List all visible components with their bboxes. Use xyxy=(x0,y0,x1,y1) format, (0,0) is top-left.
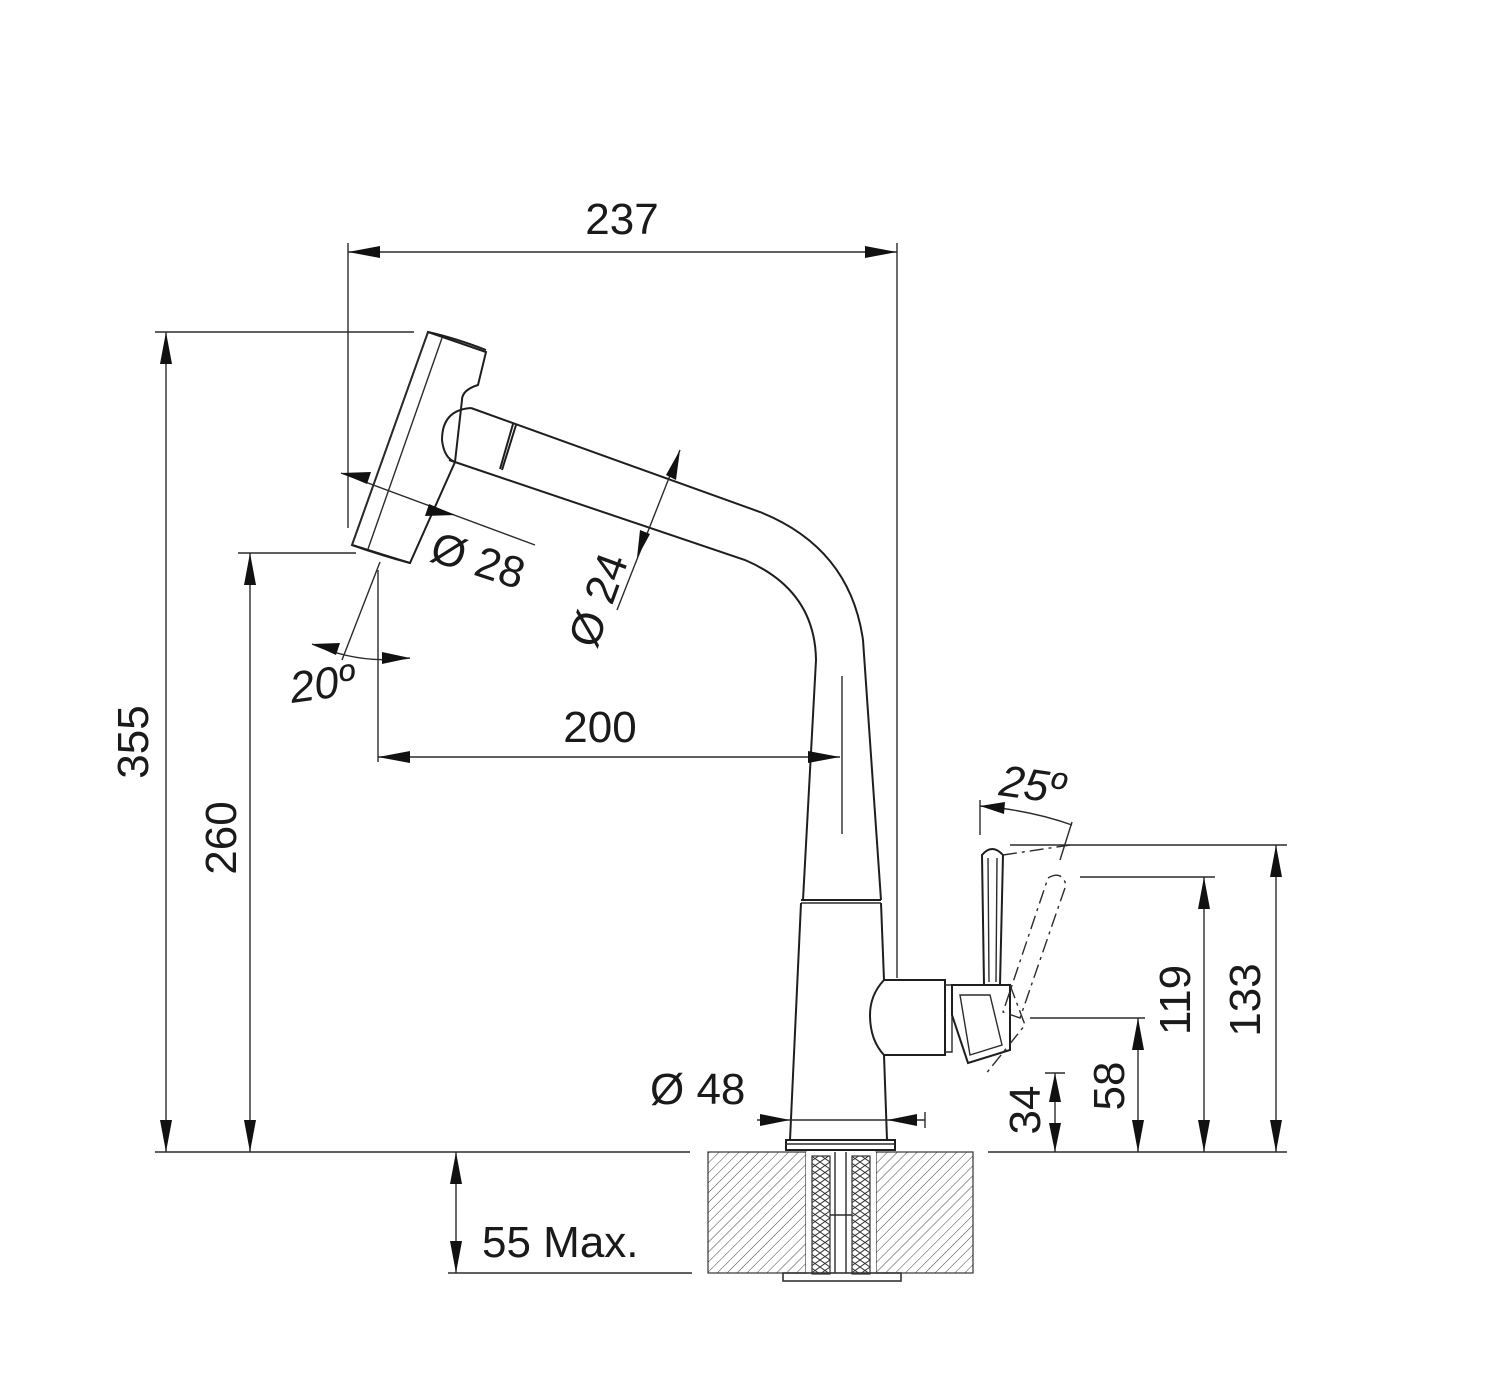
countertop-section xyxy=(707,1151,974,1282)
dim-lever-height-133: 133 xyxy=(1221,963,1270,1036)
dim-hose-diameter: Ø 24 xyxy=(559,547,638,653)
lever-tilted-outline xyxy=(984,844,1071,1076)
dim-spout-projection: 200 xyxy=(563,703,636,752)
dim-lever-angle: 25º xyxy=(996,756,1070,814)
dim-lever-body-58: 58 xyxy=(1085,1062,1134,1111)
dim-overall-height: 355 xyxy=(109,705,158,778)
spray-head xyxy=(350,330,488,565)
dim-base-diameter: Ø 48 xyxy=(650,1065,745,1114)
dim-deck-thickness: 55 Max. xyxy=(482,1218,639,1267)
dim-head-diameter: Ø 28 xyxy=(425,523,531,599)
dim-overall-reach: 237 xyxy=(585,195,658,244)
dimension-lines xyxy=(155,243,1287,1274)
dim-lever-body-34: 34 xyxy=(1001,1086,1050,1135)
dim-lever-height-119: 119 xyxy=(1151,965,1200,1035)
lever-handle xyxy=(951,848,1011,1065)
dim-head-angle: 20º xyxy=(286,655,360,713)
faucet-outline xyxy=(440,407,953,1151)
dim-spout-height: 260 xyxy=(197,801,246,874)
